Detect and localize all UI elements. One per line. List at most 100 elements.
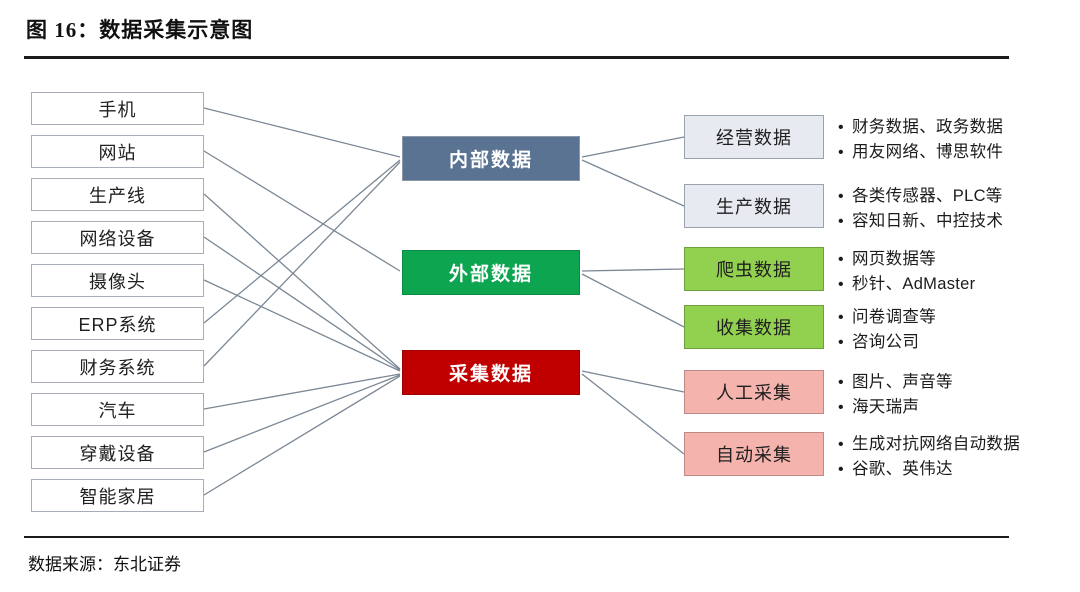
detail-bullet-row: • 用友网络、博思软件 xyxy=(838,140,1003,165)
detail-text: 各类传感器、PLC等 xyxy=(852,187,1003,205)
figure-title: 图 16：数据采集示意图 xyxy=(26,18,254,42)
wire-shexiangtou-to-collected xyxy=(203,279,401,372)
detail-bullet-row: • 海天瑞声 xyxy=(838,395,953,420)
detail-text: 用友网络、博思软件 xyxy=(852,143,1004,161)
source-label: 网络设备 xyxy=(79,228,156,249)
wire-wangzhan-to-external xyxy=(203,150,401,272)
title-divider-rule xyxy=(24,56,1009,59)
output-label: 爬虫数据 xyxy=(716,260,792,280)
detail-text: 容知日新、中控技术 xyxy=(852,212,1004,230)
wire-wangluoshebei-to-collected xyxy=(203,236,401,371)
bullet-dot-icon: • xyxy=(838,436,844,453)
source-divider-rule xyxy=(24,536,1009,538)
output-box-manual-collection[interactable]: 人工采集 xyxy=(684,370,824,414)
detail-text: 秒针、AdMaster xyxy=(852,275,976,293)
detail-bullet-row: • 容知日新、中控技术 xyxy=(838,209,1003,234)
source-box-3[interactable]: 生产线 xyxy=(31,178,204,211)
category-label: 采集数据 xyxy=(448,364,533,385)
source-box-2[interactable]: 网站 xyxy=(31,135,204,168)
source-label: 穿戴设备 xyxy=(79,443,156,464)
output-label: 经营数据 xyxy=(716,128,792,148)
detail-bullet-row: • 秒针、AdMaster xyxy=(838,272,975,297)
source-box-9[interactable]: 穿戴设备 xyxy=(31,436,204,469)
bullet-dot-icon: • xyxy=(838,309,844,326)
output-label: 生产数据 xyxy=(716,197,792,217)
bullet-dot-icon: • xyxy=(838,144,844,161)
source-box-8[interactable]: 汽车 xyxy=(31,393,204,426)
wire-external-to-crawler xyxy=(581,268,685,272)
detail-bullet-row: • 各类传感器、PLC等 xyxy=(838,184,1003,209)
detail-group-survey-data: • 问卷调查等 • 咨询公司 xyxy=(838,305,936,355)
output-label: 收集数据 xyxy=(716,318,792,338)
bullet-dot-icon: • xyxy=(838,374,844,391)
bullet-dot-icon: • xyxy=(838,334,844,351)
wire-qiche-to-collected xyxy=(203,373,401,410)
wire-external-to-survey xyxy=(581,273,685,328)
detail-text: 咨询公司 xyxy=(852,333,920,351)
source-label: 财务系统 xyxy=(79,357,156,378)
detail-bullet-row: • 图片、声音等 xyxy=(838,370,953,395)
wire-caiwu-to-internal xyxy=(203,161,401,367)
detail-text: 生成对抗网络自动数据 xyxy=(852,435,1020,453)
detail-group-production-data: • 各类传感器、PLC等 • 容知日新、中控技术 xyxy=(838,184,1003,234)
wire-collected-to-manual xyxy=(581,370,685,393)
output-box-crawler-data[interactable]: 爬虫数据 xyxy=(684,247,824,291)
bullet-dot-icon: • xyxy=(838,188,844,205)
output-label: 自动采集 xyxy=(716,445,792,465)
source-label: 网站 xyxy=(98,142,137,163)
detail-group-business-data: • 财务数据、政务数据 • 用友网络、博思软件 xyxy=(838,115,1003,165)
detail-group-crawler-data: • 网页数据等 • 秒针、AdMaster xyxy=(838,247,975,297)
source-box-7[interactable]: 财务系统 xyxy=(31,350,204,383)
output-box-business-data[interactable]: 经营数据 xyxy=(684,115,824,159)
detail-group-auto-collection: • 生成对抗网络自动数据 • 谷歌、英伟达 xyxy=(838,432,1020,482)
wire-shouji-to-internal xyxy=(203,107,401,158)
category-box-collected-data[interactable]: 采集数据 xyxy=(402,350,580,395)
detail-text: 问卷调查等 xyxy=(852,308,936,326)
category-box-external-data[interactable]: 外部数据 xyxy=(402,250,580,295)
output-box-survey-data[interactable]: 收集数据 xyxy=(684,305,824,349)
source-label: ERP系统 xyxy=(78,314,157,335)
bullet-dot-icon: • xyxy=(838,213,844,230)
source-label: 生产线 xyxy=(89,185,146,206)
wire-internal-to-production xyxy=(581,159,685,207)
source-box-1[interactable]: 手机 xyxy=(31,92,204,125)
source-box-5[interactable]: 摄像头 xyxy=(31,264,204,297)
category-label: 内部数据 xyxy=(448,150,533,171)
source-box-10[interactable]: 智能家居 xyxy=(31,479,204,512)
detail-bullet-row: • 生成对抗网络自动数据 xyxy=(838,432,1020,457)
source-label: 智能家居 xyxy=(79,486,156,507)
detail-text: 网页数据等 xyxy=(852,250,936,268)
output-label: 人工采集 xyxy=(716,383,792,403)
bullet-dot-icon: • xyxy=(838,251,844,268)
bullet-dot-icon: • xyxy=(838,399,844,416)
source-box-4[interactable]: 网络设备 xyxy=(31,221,204,254)
detail-bullet-row: • 咨询公司 xyxy=(838,330,936,355)
output-box-production-data[interactable]: 生产数据 xyxy=(684,184,824,228)
detail-bullet-row: • 谷歌、英伟达 xyxy=(838,457,1020,482)
source-label: 汽车 xyxy=(98,400,137,421)
figure-source: 数据来源：东北证券 xyxy=(28,555,181,574)
source-box-6[interactable]: ERP系统 xyxy=(31,307,204,340)
detail-text: 财务数据、政务数据 xyxy=(852,118,1004,136)
wire-internal-to-business xyxy=(581,136,685,158)
wire-chuandaishebei-to-collected xyxy=(203,374,401,453)
detail-text: 图片、声音等 xyxy=(852,373,953,391)
wire-shengchanxian-to-collected xyxy=(203,193,401,370)
bullet-dot-icon: • xyxy=(838,461,844,478)
detail-bullet-row: • 财务数据、政务数据 xyxy=(838,115,1003,140)
bullet-dot-icon: • xyxy=(838,119,844,136)
source-label: 摄像头 xyxy=(89,271,146,292)
wire-zhinengjiaju-to-collected xyxy=(203,375,401,496)
category-label: 外部数据 xyxy=(448,264,533,285)
detail-group-manual-collection: • 图片、声音等 • 海天瑞声 xyxy=(838,370,953,420)
detail-text: 海天瑞声 xyxy=(852,398,920,416)
detail-bullet-row: • 网页数据等 xyxy=(838,247,975,272)
bullet-dot-icon: • xyxy=(838,276,844,293)
wire-erp-to-internal xyxy=(203,159,401,324)
wire-collected-to-auto xyxy=(581,373,685,455)
source-label: 手机 xyxy=(98,99,137,120)
output-box-auto-collection[interactable]: 自动采集 xyxy=(684,432,824,476)
detail-text: 谷歌、英伟达 xyxy=(852,460,953,478)
category-box-internal-data[interactable]: 内部数据 xyxy=(402,136,580,181)
